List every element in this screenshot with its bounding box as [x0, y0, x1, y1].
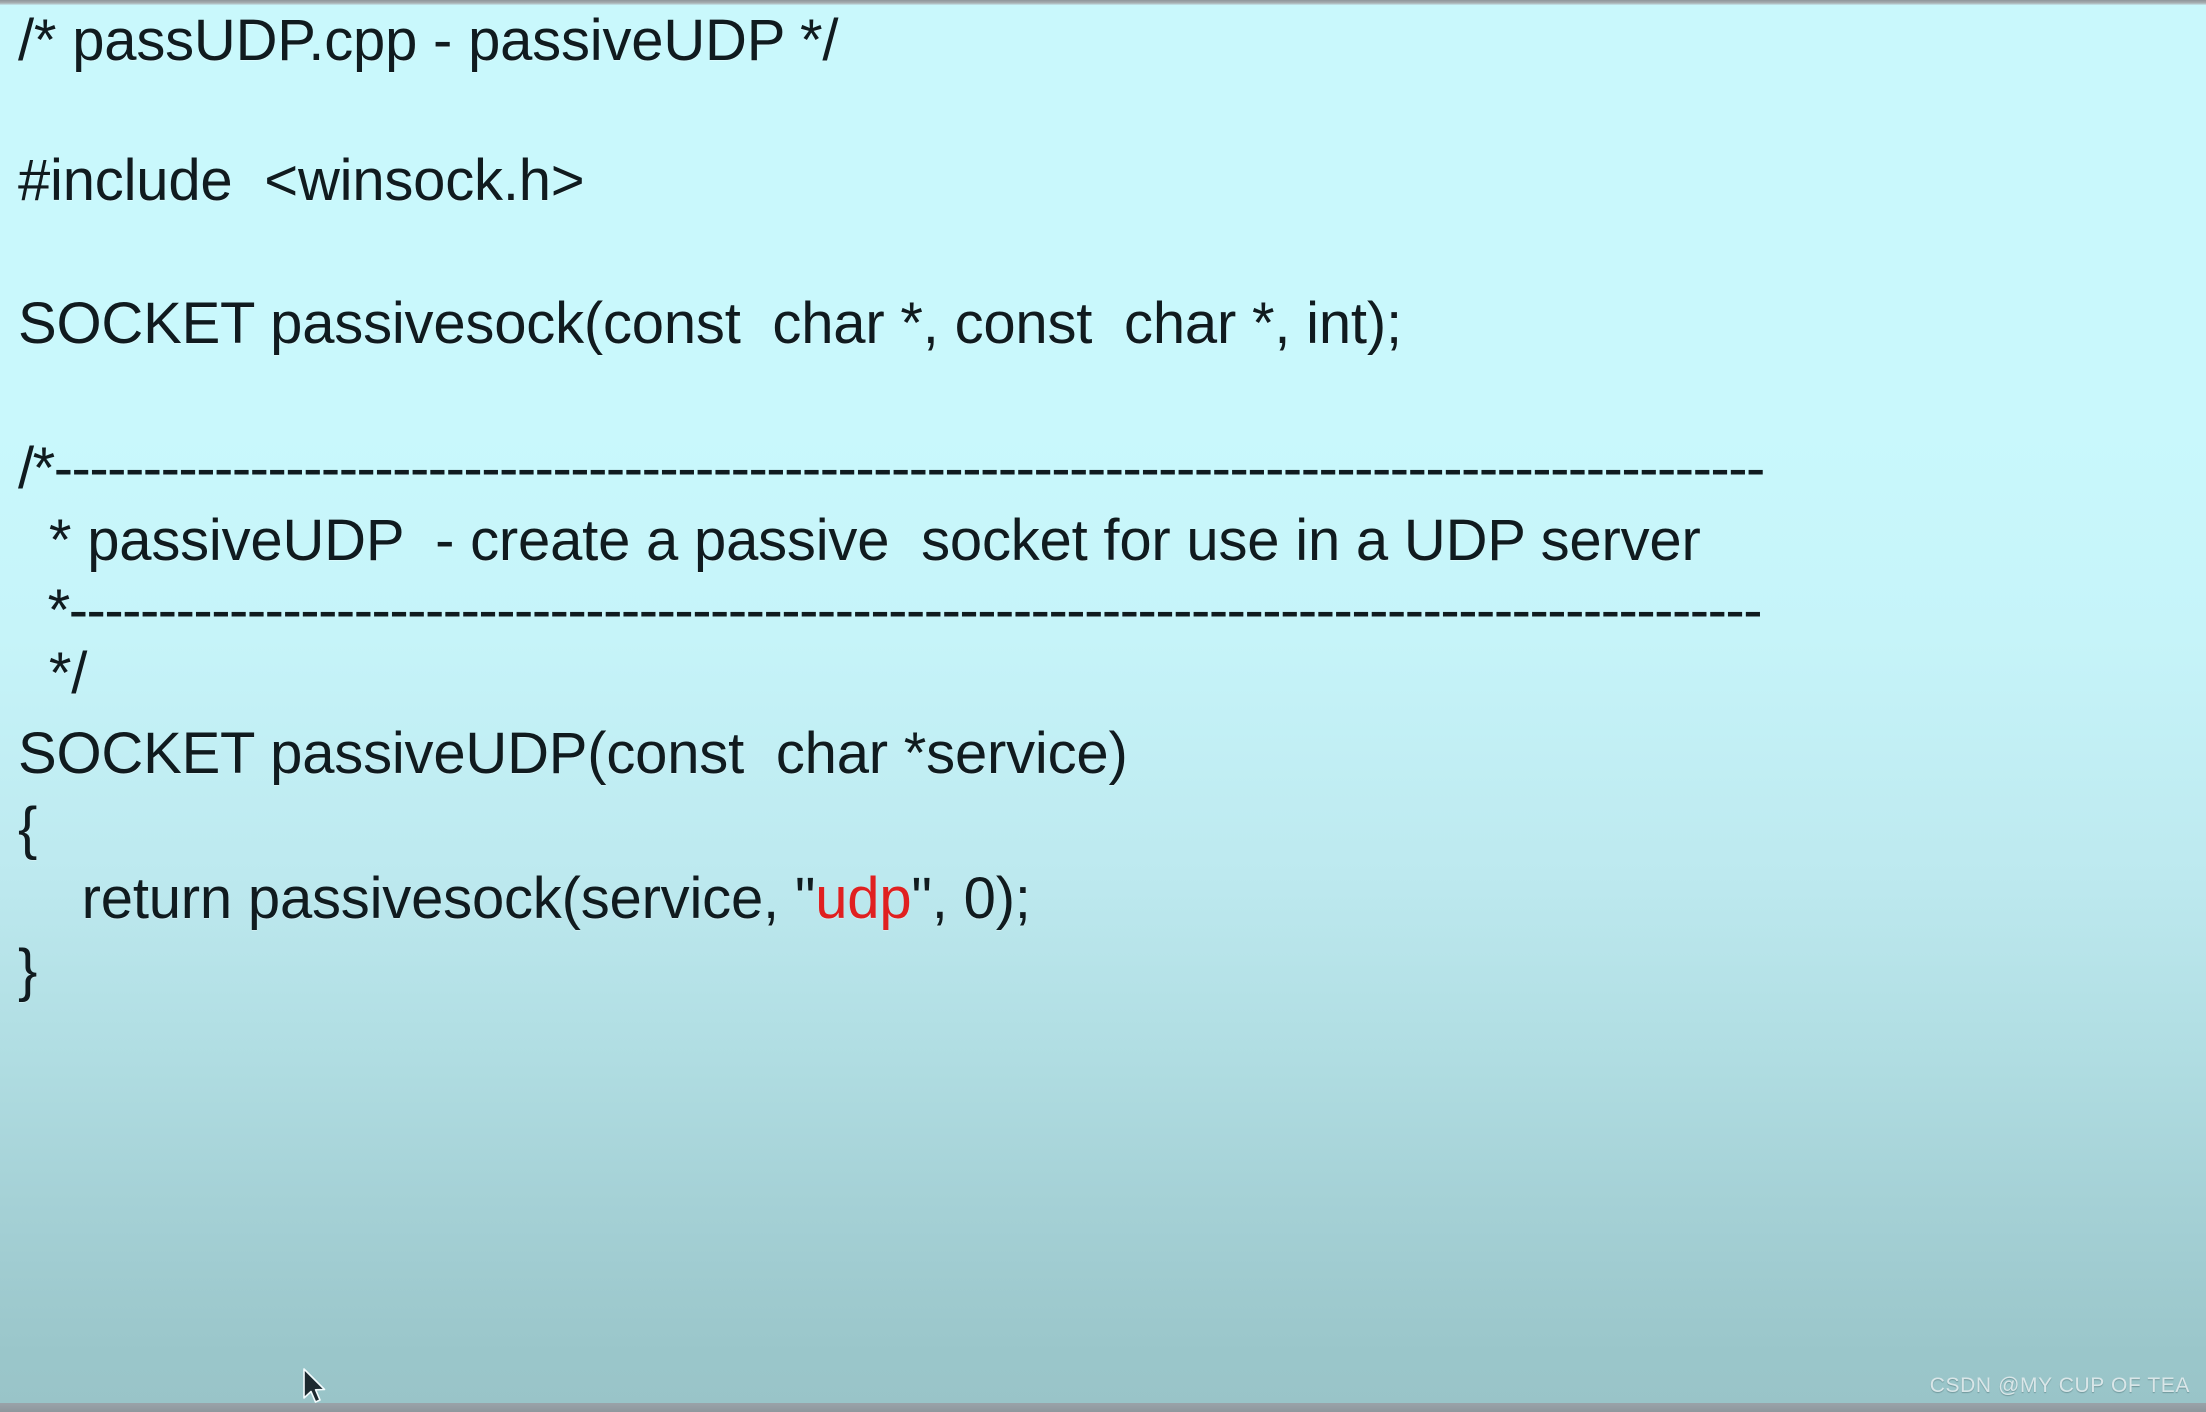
code-token-comment-marker: *: [33, 582, 71, 640]
mouse-pointer-icon: [303, 1368, 326, 1403]
code-line-return-statement: return passivesock(service, "udp", 0);: [18, 870, 1031, 928]
code-line-open-brace: {: [18, 796, 38, 861]
code-line-close-brace: }: [18, 938, 38, 1003]
code-comment-rule-dashes: ----------------------------------------…: [68, 582, 1763, 640]
code-line-include: #include <winsock.h>: [18, 148, 585, 213]
code-token-plain: return passivesock(service, ": [18, 866, 816, 931]
code-line-file-comment: /* passUDP.cpp - passiveUDP */: [18, 8, 839, 73]
code-token-comment-marker: /*: [18, 440, 55, 498]
code-line-comment-end: */: [33, 641, 88, 706]
frame-strip-bottom: [0, 1403, 2206, 1412]
code-line-prototype-passivesock: SOCKET passivesock(const char *, const c…: [18, 291, 1402, 356]
code-line-comment-banner-close: *---------------------------------------…: [33, 582, 2093, 640]
csdn-watermark: CSDN @MY CUP OF TEA: [1929, 1374, 2190, 1397]
code-line-function-signature: SOCKET passiveUDP(const char *service): [18, 721, 1128, 786]
code-line-comment-description: * passiveUDP - create a passive socket f…: [33, 508, 1701, 573]
code-token-plain: ", 0);: [911, 866, 1031, 931]
frame-strip-top: [0, 0, 2206, 5]
code-line-comment-banner-open: /*--------------------------------------…: [18, 440, 2078, 498]
code-token-string-literal: udp: [815, 866, 912, 931]
code-comment-rule-dashes: ----------------------------------------…: [53, 440, 1766, 498]
